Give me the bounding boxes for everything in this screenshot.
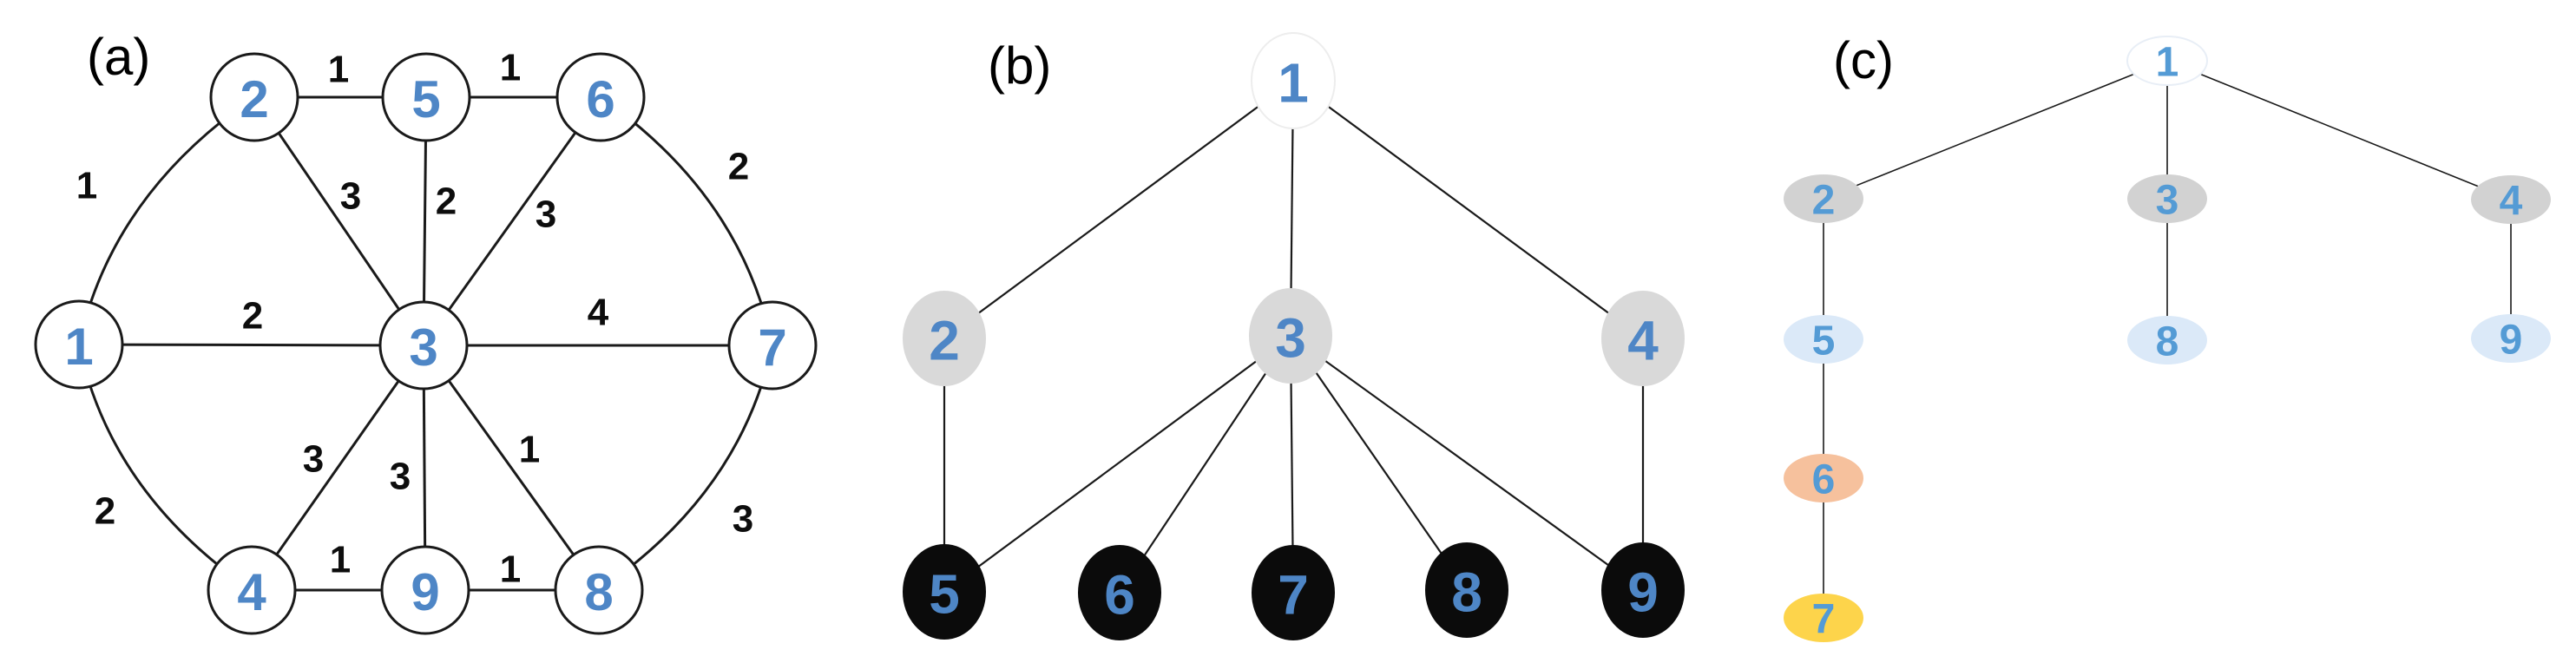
edge-a-6-3 — [422, 96, 602, 346]
node-c-8 — [2127, 316, 2207, 364]
edge-weight-a-6-3: 3 — [536, 194, 556, 236]
node-label-b-1: 1 — [1278, 52, 1309, 115]
node-b-5 — [903, 544, 986, 640]
edge-a-1-2 — [77, 95, 255, 345]
node-b-3 — [1249, 288, 1332, 384]
node-a-6 — [555, 52, 646, 142]
node-label-a-2: 2 — [240, 70, 268, 128]
edge-b-1-2 — [943, 80, 1294, 339]
edge-b-3-9 — [1290, 335, 1644, 591]
node-label-c-8: 8 — [2156, 318, 2179, 364]
node-label-c-2: 2 — [1812, 177, 1836, 223]
node-a-5 — [381, 52, 471, 142]
node-label-a-8: 8 — [584, 563, 613, 621]
edge-a-3-8 — [422, 345, 601, 591]
edge-a-3-4 — [250, 345, 425, 591]
node-label-b-9: 9 — [1627, 561, 1659, 624]
node-b-4 — [1601, 291, 1685, 386]
edge-weight-a-3-4: 3 — [303, 438, 324, 481]
edge-weight-a-5-6: 1 — [500, 47, 521, 89]
panel-c-label: (c) — [1833, 31, 1894, 89]
node-a-3 — [378, 300, 469, 391]
node-c-2 — [1784, 174, 1863, 223]
edge-weight-a-6-7: 2 — [728, 146, 749, 188]
edge-b-3-6 — [1119, 335, 1291, 594]
edge-weight-a-7-8: 3 — [733, 498, 753, 541]
node-a-4 — [207, 545, 297, 635]
node-c-9 — [2471, 314, 2551, 363]
node-label-b-8: 8 — [1451, 561, 1482, 624]
node-c-6 — [1784, 454, 1863, 502]
edge-weight-a-9-8: 1 — [500, 548, 521, 591]
node-label-c-1: 1 — [2156, 39, 2179, 85]
edge-weight-a-1-4: 2 — [95, 490, 115, 533]
node-c-4 — [2471, 175, 2551, 224]
node-label-a-4: 4 — [237, 563, 266, 621]
panel-b-label: (b) — [988, 36, 1052, 95]
node-label-b-5: 5 — [929, 563, 960, 626]
node-label-c-4: 4 — [2500, 178, 2523, 224]
edge-a-7-8 — [598, 345, 774, 592]
node-label-b-7: 7 — [1278, 564, 1309, 627]
edge-a-1-4 — [77, 344, 253, 592]
node-c-1 — [2126, 36, 2208, 86]
node-label-c-3: 3 — [2156, 177, 2179, 223]
edge-weight-a-4-9: 1 — [330, 539, 351, 581]
node-b-6 — [1078, 545, 1161, 640]
edge-weight-a-2-5: 1 — [328, 49, 349, 91]
node-label-b-6: 6 — [1104, 564, 1135, 627]
node-a-8 — [554, 545, 644, 635]
edge-c-1-4 — [2166, 60, 2512, 200]
edge-b-1-4 — [1292, 80, 1644, 339]
edge-weight-a-3-8: 1 — [519, 429, 540, 471]
edge-b-3-5 — [943, 335, 1291, 593]
node-a-2 — [209, 52, 299, 142]
node-label-b-3: 3 — [1275, 307, 1306, 370]
node-label-a-7: 7 — [758, 318, 786, 377]
node-b-2 — [903, 291, 986, 386]
edge-c-1-2 — [1823, 60, 2168, 200]
panel-a-label: (a) — [87, 28, 151, 86]
node-a-7 — [727, 300, 818, 391]
node-label-c-6: 6 — [1812, 456, 1836, 502]
edge-weight-a-1-3: 2 — [242, 295, 263, 338]
edge-a-2-3 — [253, 96, 425, 346]
edge-weight-a-2-3: 3 — [340, 175, 361, 218]
edge-weight-a-5-3: 2 — [436, 181, 457, 223]
node-label-c-7: 7 — [1812, 596, 1836, 642]
node-c-5 — [1784, 315, 1863, 364]
panel-c-graph: 1 2 3 4 5 8 9 6 7 — [1784, 36, 2551, 642]
node-label-a-1: 1 — [64, 318, 93, 376]
node-c-3 — [2127, 174, 2207, 223]
node-label-b-2: 2 — [929, 310, 960, 372]
panel-b-graph: 1 2 3 4 5 6 7 8 9 — [903, 32, 1685, 640]
node-label-a-3: 3 — [409, 318, 437, 377]
edge-weight-a-3-9: 3 — [390, 456, 411, 498]
node-label-c-9: 9 — [2500, 317, 2523, 363]
node-b-9 — [1601, 542, 1685, 638]
edge-b-3-8 — [1290, 335, 1468, 591]
node-label-a-5: 5 — [411, 70, 440, 128]
node-b-8 — [1425, 542, 1508, 638]
edge-weight-a-1-2: 1 — [76, 165, 97, 207]
node-label-a-6: 6 — [586, 70, 614, 128]
node-label-c-5: 5 — [1812, 318, 1836, 364]
edge-a-6-7 — [600, 95, 774, 346]
node-a-9 — [380, 545, 470, 635]
edge-weight-a-3-7: 4 — [588, 292, 609, 334]
node-b-1 — [1251, 32, 1336, 129]
node-a-1 — [34, 299, 124, 390]
node-label-a-9: 9 — [411, 563, 439, 621]
node-label-b-4: 4 — [1627, 310, 1659, 372]
node-b-7 — [1252, 545, 1335, 640]
node-c-7 — [1784, 594, 1863, 642]
